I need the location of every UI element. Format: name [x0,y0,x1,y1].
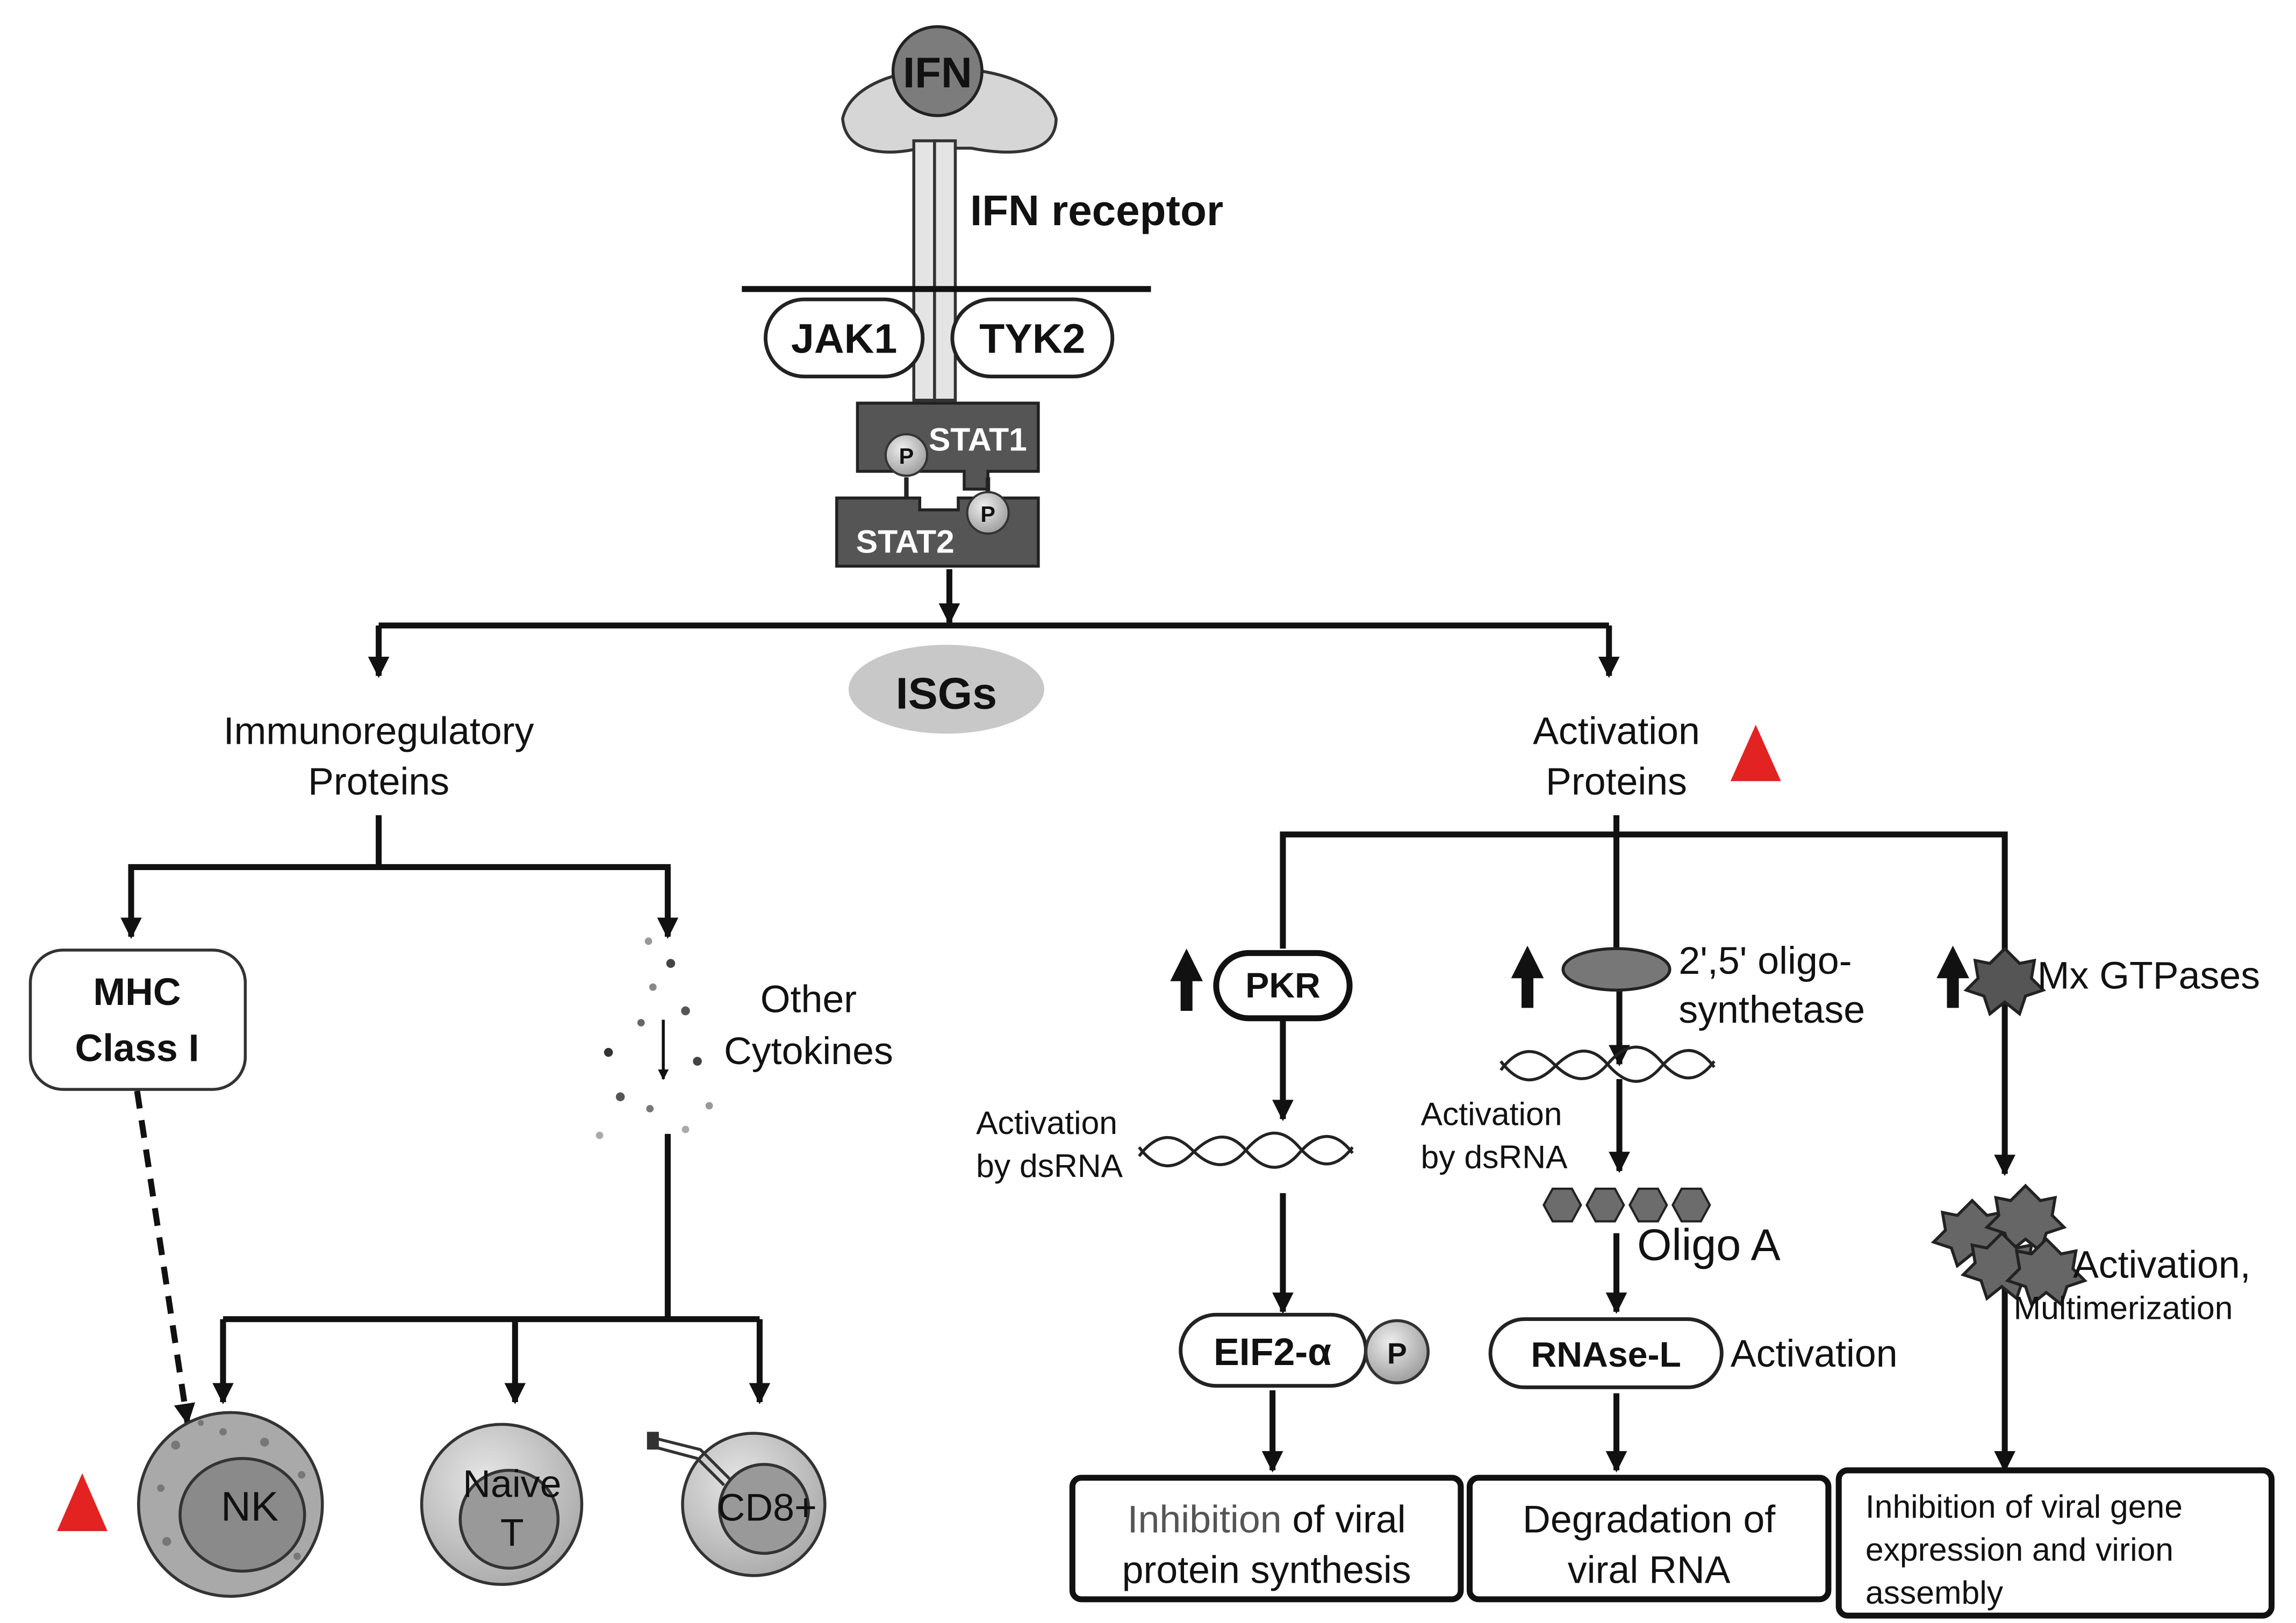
pkr-label: PKR [1245,966,1321,1006]
oas-dsrna-line2: by dsRNA [1420,1138,1568,1175]
eif2a-label: EIF2-α [1214,1331,1331,1374]
svg-text:Degradation of: Degradation of [1523,1498,1776,1541]
phospho-stat2: P [966,491,1010,535]
stat-dimer: P P STAT1 STAT2 [835,401,1040,568]
oas-dsrna-line1: Activation [1420,1095,1562,1132]
mx-up-arrow [1936,945,1969,1008]
eif2a-node: EIF2-α [1179,1312,1368,1388]
marker-triangle-right [1730,724,1781,781]
svg-text:viral RNA: viral RNA [1568,1549,1731,1592]
tyk2-label: TYK2 [979,315,1085,362]
activation-arrows [1261,815,2015,1473]
immuno-title-line1: Immunoregulatory [224,710,534,753]
activation-title-line2: Proteins [1546,760,1687,803]
mx-multimer [1931,1183,2088,1307]
svg-text:protein synthesis: protein synthesis [1122,1549,1411,1592]
oas-dsrna-helix [1499,1045,1716,1083]
pkr-up-arrow [1170,949,1203,1011]
rnase-activation-label: Activation [1731,1332,1898,1375]
ifn-label: IFN [903,49,972,97]
pkr-dsrna-line2: by dsRNA [976,1147,1123,1184]
svg-text:expression and virion: expression and virion [1866,1531,2173,1568]
isgs-label: ISGs [896,668,998,718]
isgs-node: ISGs [848,644,1044,734]
oas-node [1561,947,1671,992]
oas-up-arrow [1511,945,1544,1008]
marker-triangle-left [57,1473,107,1532]
svg-text:Naive: Naive [463,1463,561,1506]
svg-text:Inhibition of viral: Inhibition of viral [1128,1498,1406,1541]
outcome-gene-expression: Inhibition of viral gene expression and … [1835,1467,2275,1619]
phospho-stat1: P [884,433,929,477]
jak1-node: JAK1 [763,297,925,378]
nk-label: NK [221,1484,278,1530]
outcome-rna-degradation: Degradation of viral RNA [1466,1475,1832,1603]
svg-text:Inhibition of viral gene: Inhibition of viral gene [1866,1488,2183,1525]
cytokines-line2: Cytokines [724,1030,893,1073]
mhc-class-i-node: MHC Class I [28,949,247,1091]
nk-cell: NK [137,1411,324,1598]
mx-activation-line2: Multimerization [2014,1290,2233,1326]
svg-text:P: P [899,444,914,469]
oligo-a-hexagons [1542,1187,1711,1223]
immuno-arrows [120,815,771,1425]
rnase-l-node: RNAse-L [1488,1317,1724,1389]
cytokines-line1: Other [760,978,857,1021]
pkr-dsrna-line1: Activation [976,1104,1117,1141]
svg-text:assembly: assembly [1866,1574,2004,1611]
ifn-ligand: IFN [891,25,984,117]
stat2-label: STAT2 [856,523,955,560]
svg-text:Class I: Class I [75,1027,199,1070]
cd8-cell: CD8+ [647,1432,827,1577]
receptor-label: IFN receptor [970,186,1223,234]
svg-text:MHC: MHC [93,971,181,1014]
immuno-title-line2: Proteins [308,760,449,803]
mx-gtpase-star [1963,946,2046,1017]
outcome-protein-synthesis: Inhibition of viral protein synthesis [1069,1475,1464,1603]
activation-title-line1: Activation [1533,710,1700,753]
mx-activation-line1: Activation, [2073,1243,2251,1286]
pkr-dsrna-helix [1138,1131,1354,1169]
oas-line1: 2',5' oligo- [1678,939,1852,982]
naive-t-cell: Naive T [420,1423,584,1586]
cytokine-dots [595,937,713,1139]
oas-line2: synthetase [1678,988,1865,1031]
svg-text:P: P [980,502,995,527]
svg-text:T: T [500,1512,524,1555]
pkr-node: PKR [1213,950,1353,1022]
main-branch-arrows [368,569,1620,678]
svg-text:P: P [1387,1337,1407,1370]
stat1-label: STAT1 [929,421,1027,457]
tyk2-node: TYK2 [950,297,1115,378]
eif2a-phospho: P [1364,1319,1430,1384]
mx-gtpases-label: Mx GTPases [2037,954,2260,997]
rnase-l-label: RNAse-L [1531,1335,1681,1375]
cd8-label: CD8+ [718,1486,817,1529]
jak1-label: JAK1 [791,315,897,362]
oligo-a-label: Oligo A [1637,1219,1781,1269]
